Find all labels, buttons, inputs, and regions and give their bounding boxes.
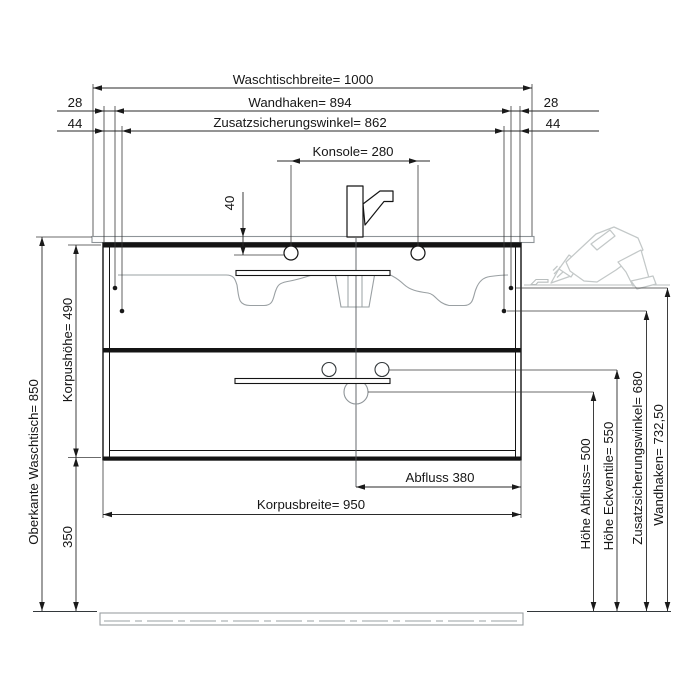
corner-valve-hole-left xyxy=(321,361,337,378)
dim-label-abfluss-380: Abfluss 380 xyxy=(406,470,475,485)
dim-label-hoehe-eckventile: Höhe Eckventile= 550 xyxy=(601,422,616,551)
dim-label-konsole: Konsole= 280 xyxy=(312,144,393,159)
dim-label-zusatz-top: Zusatzsicherungswinkel= 862 xyxy=(213,115,386,130)
dim-hole-offset-40: 40 xyxy=(222,192,284,256)
dim-korpusbreite: Korpusbreite= 950 xyxy=(102,461,521,518)
drill-base xyxy=(630,275,657,290)
bracket-mount-dot-right xyxy=(501,308,507,314)
dim-label-28-left: 28 xyxy=(68,95,83,110)
faucet-body xyxy=(346,185,364,238)
dim-oberkante-waschtisch: Oberkante Waschtisch= 850 xyxy=(26,236,92,611)
dim-hoehe-eckventile: Höhe Eckventile= 550 xyxy=(389,369,620,611)
floor xyxy=(33,610,671,626)
dim-korpushoehe: Korpushöhe= 490 xyxy=(60,244,101,611)
dim-label-wandhaken-right: Wandhaken= 732,50 xyxy=(651,404,666,526)
dim-label-korpushoehe: Korpushöhe= 490 xyxy=(60,298,75,403)
dim-label-korpusbreite: Korpusbreite= 950 xyxy=(257,497,365,512)
drill-icon xyxy=(550,226,657,290)
cabinet-bottom-band xyxy=(103,456,521,460)
drill-vent xyxy=(590,229,616,251)
towel-bar-upper xyxy=(235,269,391,277)
drawer-divider xyxy=(103,348,521,353)
dim-konsole: Konsole= 280 xyxy=(277,144,430,246)
dim-label-waschtischbreite: Waschtischbreite= 1000 xyxy=(233,72,374,87)
corner-valve-hole-right xyxy=(374,361,390,378)
dim-label-zusatz-right: Zusatzsicherungswinkel= 680 xyxy=(630,371,645,544)
dim-label-wandhaken-top: Wandhaken= 894 xyxy=(248,95,351,110)
wall-hook-icon xyxy=(529,278,549,286)
dim-waschtischbreite: Waschtischbreite= 1000 xyxy=(92,72,533,236)
dim-label-350: 350 xyxy=(60,526,75,548)
bracket-mount-dot-left xyxy=(119,308,125,314)
console-hole-left xyxy=(283,245,299,261)
dim-hoehe-abfluss: Höhe Abfluss= 500 xyxy=(368,391,597,611)
dim-label-40: 40 xyxy=(222,196,237,211)
towel-bar-lower xyxy=(234,377,391,385)
countertop xyxy=(91,235,535,244)
dim-zusatzsicherungswinkel-top: Zusatzsicherungswinkel= 862 44 44 xyxy=(57,115,599,309)
dim-label-44-left: 44 xyxy=(68,116,83,131)
wall-hook-mount-dot-right xyxy=(508,285,514,291)
cabinet-top-band xyxy=(103,243,521,248)
plinth-slab xyxy=(99,612,524,626)
siphon-trap xyxy=(334,272,376,308)
dim-abfluss-380: Abfluss 380 xyxy=(356,461,522,518)
dim-sockel-350: 350 xyxy=(60,457,79,611)
dim-label-oberkante: Oberkante Waschtisch= 850 xyxy=(26,379,41,545)
dim-label-28-right: 28 xyxy=(544,95,559,110)
console-hole-right xyxy=(410,245,426,261)
wall-hook-mount-dot-left xyxy=(112,285,118,291)
dim-wandhaken-right: Wandhaken= 732,50 xyxy=(516,287,671,611)
dim-wandhaken-top: Wandhaken= 894 28 28 xyxy=(57,95,599,286)
dim-zusatzsicherungswinkel-right: Zusatzsicherungswinkel= 680 xyxy=(507,310,650,611)
dim-label-44-right: 44 xyxy=(546,116,561,131)
faucet xyxy=(346,185,394,238)
dim-label-hoehe-abfluss: Höhe Abfluss= 500 xyxy=(578,438,593,549)
faucet-spout xyxy=(362,190,394,226)
cabinet-body xyxy=(102,242,522,461)
